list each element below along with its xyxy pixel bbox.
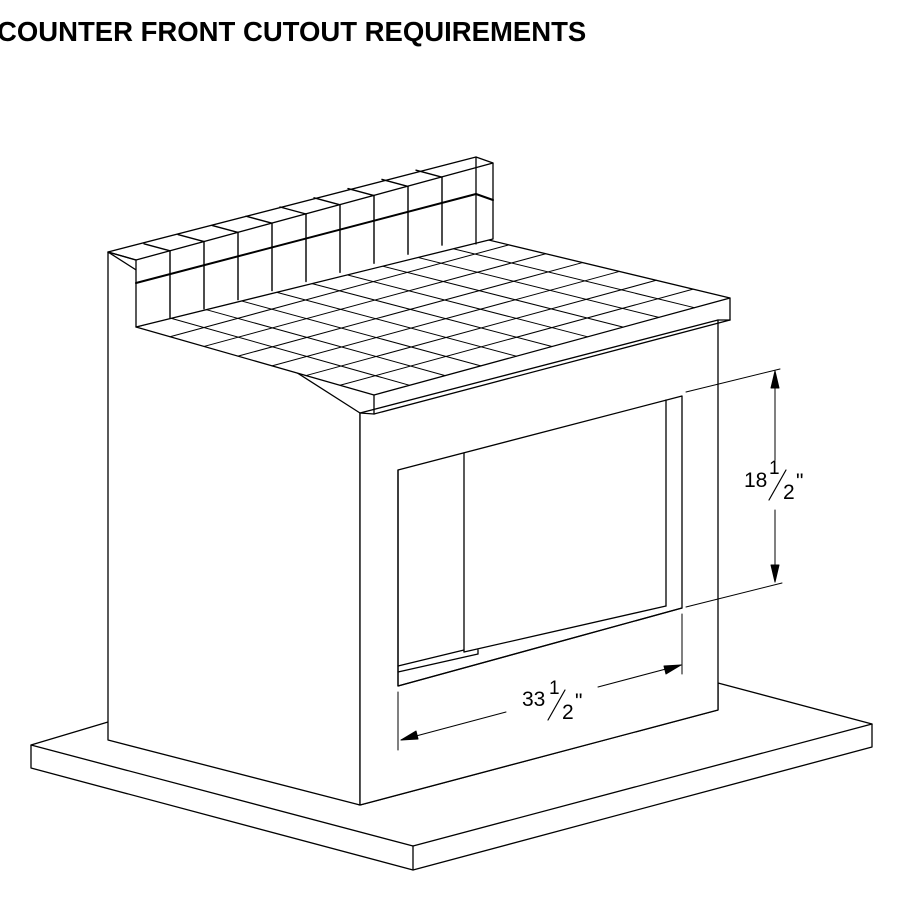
height-whole-text: 18	[744, 469, 767, 492]
width-fraction-slash	[547, 689, 566, 721]
height-denominator-text: 2	[783, 481, 795, 504]
width-unit-text: "	[575, 690, 582, 713]
width-denominator-text: 2	[562, 701, 574, 724]
backsplash-tile-lines	[143, 169, 443, 319]
height-unit-text: "	[796, 470, 803, 493]
countertop-tiles	[135, 235, 731, 415]
front-cutout-opening	[397, 395, 683, 687]
diagram-title: COUNTER FRONT CUTOUT REQUIREMENTS	[0, 16, 587, 47]
height-fraction-slash	[768, 469, 787, 501]
height-dimension	[685, 368, 783, 608]
width-dimension-label: 33 1 2 "	[522, 678, 582, 724]
backsplash	[107, 156, 494, 328]
width-numerator-text: 1	[549, 678, 560, 699]
tile-grid-lines	[169, 244, 695, 386]
height-dimension-label: 18 1 2 "	[744, 458, 803, 504]
height-numerator-text: 1	[769, 458, 780, 479]
width-dimension	[397, 613, 683, 751]
width-whole-text: 33	[522, 688, 545, 711]
